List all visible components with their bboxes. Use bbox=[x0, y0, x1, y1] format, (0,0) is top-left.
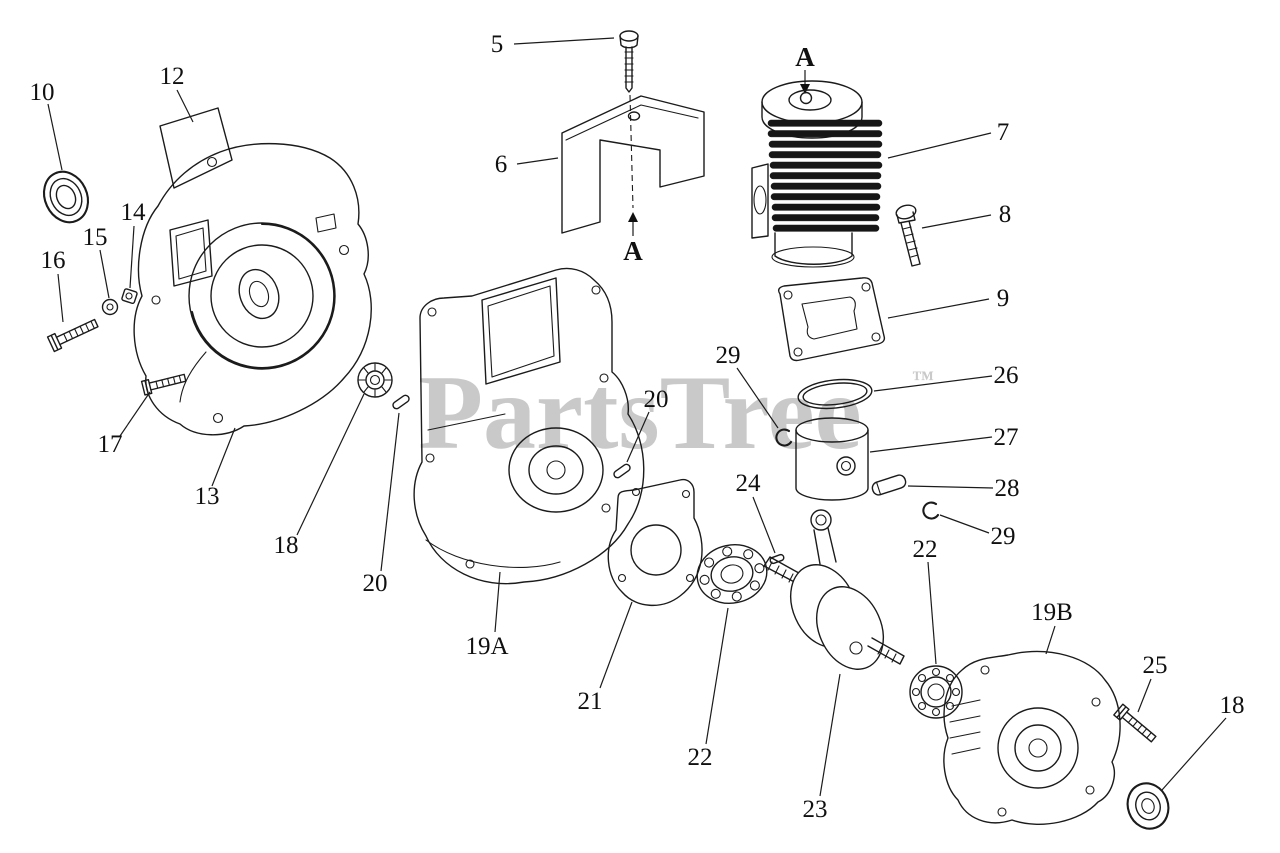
part-labels: 10 12 5 A 7 6 8 14 15 A 16 9 29 26 20 27… bbox=[30, 31, 1245, 823]
part-label-15: 15 bbox=[83, 224, 108, 251]
part-7-cylinder bbox=[751, 80, 883, 268]
part-label-21: 21 bbox=[578, 688, 603, 715]
callout-a-top: A bbox=[795, 42, 815, 72]
part-label-22-upper: 22 bbox=[913, 536, 938, 563]
part-label-16: 16 bbox=[41, 247, 66, 274]
part-10-seal bbox=[42, 170, 90, 224]
part-label-17: 17 bbox=[98, 431, 123, 458]
part-20-key-left bbox=[392, 394, 410, 410]
part-26-piston-ring bbox=[797, 378, 873, 410]
part-label-10: 10 bbox=[30, 79, 55, 106]
part-15-washer bbox=[101, 298, 119, 316]
watermark: PartsTree ™ bbox=[418, 354, 934, 471]
part-18-left-bearing bbox=[357, 362, 393, 398]
leader-lines bbox=[47, 37, 1227, 797]
part-label-13: 13 bbox=[195, 483, 220, 510]
part-label-18-left: 18 bbox=[274, 532, 299, 559]
part-24-key bbox=[769, 553, 785, 565]
part-5-screw bbox=[619, 30, 639, 209]
part-20-key-right bbox=[613, 463, 631, 479]
part-label-28: 28 bbox=[995, 475, 1020, 502]
part-12-plate bbox=[159, 107, 233, 189]
part-label-8: 8 bbox=[999, 201, 1012, 228]
callout-a-bottom-arrow bbox=[628, 212, 638, 236]
part-label-6: 6 bbox=[495, 151, 508, 178]
part-label-18-right: 18 bbox=[1220, 692, 1245, 719]
part-label-29-right: 29 bbox=[991, 523, 1016, 550]
part-29-clip-left bbox=[775, 428, 793, 447]
part-27-piston bbox=[795, 417, 869, 501]
part-23-crankshaft bbox=[763, 509, 905, 670]
trademark-symbol: ™ bbox=[912, 366, 934, 391]
part-28-piston-pin bbox=[871, 474, 907, 496]
part-label-20-left: 20 bbox=[363, 570, 388, 597]
part-17-bolt bbox=[140, 373, 187, 396]
part-14-nut bbox=[121, 288, 138, 305]
part-label-26: 26 bbox=[994, 362, 1019, 389]
part-13-blower-housing bbox=[133, 142, 372, 436]
part-6-bracket bbox=[561, 95, 705, 234]
part-label-23: 23 bbox=[803, 796, 828, 823]
callout-a-bottom: A bbox=[623, 236, 643, 266]
part-label-9: 9 bbox=[997, 285, 1010, 312]
part-9-gasket bbox=[777, 277, 886, 362]
part-label-19b: 19B bbox=[1031, 599, 1073, 626]
part-22-left-bearing bbox=[696, 544, 768, 604]
part-8-bolt bbox=[895, 204, 921, 267]
part-label-25: 25 bbox=[1143, 652, 1168, 679]
part-label-5: 5 bbox=[491, 31, 504, 58]
part-label-14: 14 bbox=[121, 199, 147, 226]
part-25-bolt bbox=[1113, 703, 1157, 743]
part-16-bolt bbox=[46, 318, 99, 353]
part-label-12: 12 bbox=[160, 63, 185, 90]
part-label-22-lower: 22 bbox=[688, 744, 713, 771]
part-label-27: 27 bbox=[994, 424, 1019, 451]
part-label-19a: 19A bbox=[465, 633, 508, 660]
part-19b-crankcase bbox=[943, 650, 1121, 826]
part-29-clip-right bbox=[922, 501, 940, 520]
part-22-right-bearing bbox=[909, 665, 963, 719]
part-21-gasket bbox=[607, 478, 703, 607]
part-label-24: 24 bbox=[736, 470, 762, 497]
part-label-29-left: 29 bbox=[716, 342, 741, 369]
part-label-20-right: 20 bbox=[644, 386, 669, 413]
part-19a-crankcase bbox=[413, 267, 645, 585]
part-label-7: 7 bbox=[997, 119, 1010, 146]
part-18-right-grommet bbox=[1126, 782, 1170, 830]
